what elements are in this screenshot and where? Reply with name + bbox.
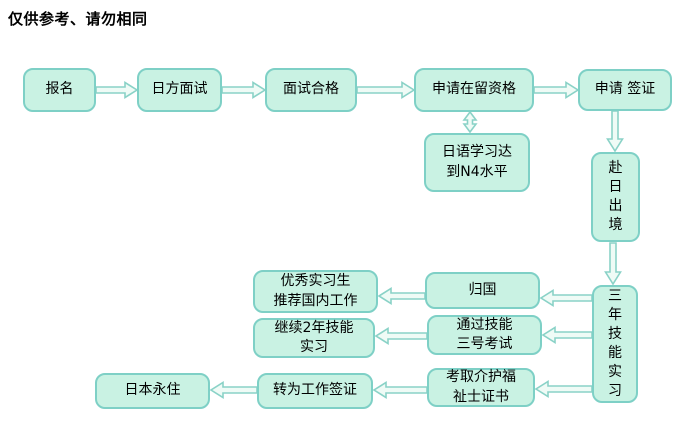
flow-node-rifang-mianshi: 日方面试 (137, 68, 222, 112)
flow-arrow-kaoqu-to-zhuanwei (372, 381, 428, 399)
flow-node-kaoqu-zhengshu: 考取介护福 祉士证书 (427, 368, 535, 407)
flow-node-shenqing-qianzheng: 申请 签证 (578, 69, 672, 111)
flow-arrow-sannian-to-guiguo (539, 289, 593, 307)
flow-arrow-guiguo-to-youxiu (377, 287, 426, 305)
flow-arrow-chujing-to-sannian (604, 242, 622, 286)
flow-node-sannian-shixi: 三 年 技 能 实 习 (592, 285, 638, 403)
page-title: 仅供参考、请勿相同 (8, 10, 148, 28)
flow-node-guiguo: 归国 (425, 272, 540, 309)
flow-node-furi-chujing: 赴 日 出 境 (591, 152, 640, 242)
flow-node-mianshi-hege: 面试合格 (265, 68, 357, 112)
flow-arrow-sannian-to-tongguo (541, 326, 593, 344)
flow-node-youxiu-tuijian: 优秀实习生 推荐国内工作 (253, 270, 378, 313)
flow-arrow-zailiu-n4-double (462, 110, 478, 134)
flow-arrow-zhuanwei-to-yongzhu (209, 381, 258, 399)
flow-node-riyu-n4: 日语学习达 到N4水平 (424, 133, 530, 192)
flow-arrow-sannian-to-kaoqu (534, 380, 593, 398)
flow-arrow-rifang-to-hege (221, 81, 267, 99)
flow-node-tongguo-kaoshi: 通过技能 三号考试 (427, 315, 542, 355)
flow-arrow-tongguo-to-jixu (374, 327, 428, 345)
flow-node-riben-yongzhu: 日本永住 (95, 373, 210, 409)
flow-arrow-baoming-to-rifang (95, 81, 139, 99)
flow-node-jixu-shixi: 继续2年技能 实习 (253, 318, 375, 358)
flow-arrow-zailiu-to-qianzheng (533, 81, 580, 99)
flow-arrow-hege-to-zailiu (356, 81, 416, 99)
flow-node-shenqing-zailiu: 申请在留资格 (414, 68, 534, 112)
flow-arrow-qianzheng-to-chujing (606, 110, 624, 153)
flow-node-baoming: 报名 (23, 68, 96, 112)
flow-node-zhuanwei-qianzheng: 转为工作签证 (257, 373, 373, 409)
